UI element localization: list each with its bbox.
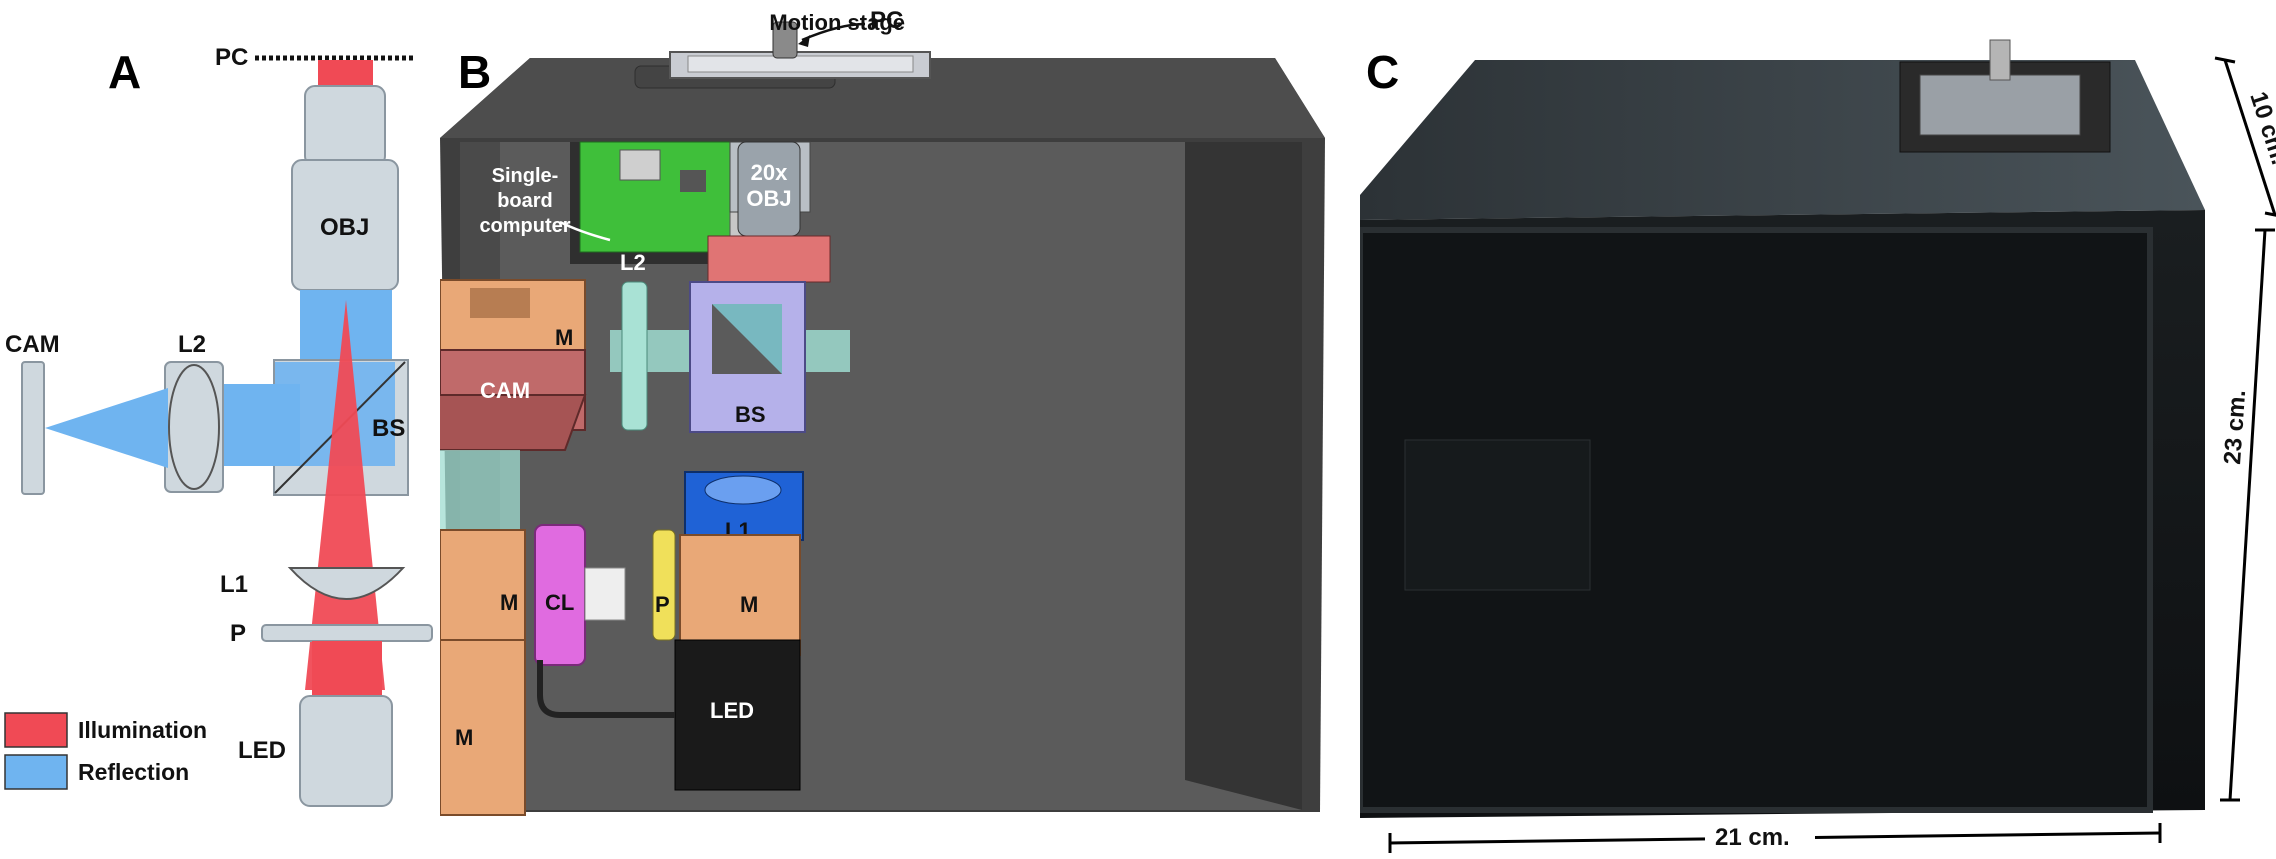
label-cl: CL xyxy=(545,590,574,615)
stage-knob-photo xyxy=(1989,39,2011,81)
label-bs-b: BS xyxy=(735,402,766,427)
label-m-top: M xyxy=(555,325,573,350)
dim-line-depth xyxy=(2223,59,2276,216)
camera-sensor xyxy=(21,361,45,495)
enclosure-interior xyxy=(460,142,1302,810)
sbc-chip-2 xyxy=(680,170,706,192)
label-l1: L1 xyxy=(220,571,248,598)
arrow-pc-head xyxy=(798,35,810,47)
dim-label-height: 23 cm. xyxy=(2219,389,2251,465)
led-3d xyxy=(674,639,801,791)
render-svg: B Motion stage PC Single- board computer… xyxy=(440,7,1325,816)
panel-letter-c: C xyxy=(1366,46,1399,98)
polarizer-3d xyxy=(652,529,676,641)
objective-mount xyxy=(707,235,831,283)
label-m-bottom: M xyxy=(455,725,473,750)
label-bs: BS xyxy=(372,415,405,442)
label-obj-line2: OBJ xyxy=(746,186,791,211)
lens-l1-glass xyxy=(704,475,782,505)
illumination-beam-bottom xyxy=(312,641,382,696)
legend-swatch-reflection xyxy=(4,754,68,790)
label-pc: PC xyxy=(215,44,248,71)
objective-upper xyxy=(304,85,386,167)
label-pc-b: PC xyxy=(870,7,903,34)
mirror-bottom xyxy=(440,639,526,816)
panel-a-optical-schematic: A PC OBJ BS L2 CAM L1 xyxy=(0,0,440,859)
label-motion-stage: Motion stage xyxy=(769,10,905,35)
sbc-arrow xyxy=(559,220,611,242)
stage-knob xyxy=(772,21,798,59)
front-panel-patch xyxy=(1404,439,1591,591)
label-led: LED xyxy=(238,737,286,764)
label-l2-b: L2 xyxy=(620,250,646,275)
stage-mechanism xyxy=(1919,74,2081,136)
legend-label-illumination: Illumination xyxy=(78,717,207,743)
label-p-b: P xyxy=(655,592,670,617)
mirror-middle xyxy=(440,529,526,646)
enclosure-right-wall xyxy=(1185,142,1302,810)
label-obj: OBJ xyxy=(320,214,369,241)
reflection-beam-horizontal xyxy=(220,384,300,466)
dim-line-height xyxy=(2228,229,2267,801)
label-m-right: M xyxy=(740,592,758,617)
label-obj-line1: 20x xyxy=(751,160,788,185)
photo-svg: C 10 cm. 23 cm. 21 cm. xyxy=(1360,39,2276,853)
legend-swatch-illumination xyxy=(4,712,68,748)
dim-label-depth: 10 cm. xyxy=(2244,89,2276,168)
schematic-svg: A PC OBJ BS L2 CAM L1 xyxy=(4,44,433,807)
label-cam-b: CAM xyxy=(480,378,530,403)
panel-c-photo: C 10 cm. 23 cm. 21 cm. xyxy=(1360,0,2276,859)
beamsplitter-glass xyxy=(712,304,782,374)
sbc-chip-1 xyxy=(619,149,661,181)
collector-tube xyxy=(584,567,626,621)
polarizer xyxy=(261,624,433,642)
panel-b-3d-render: B Motion stage PC Single- board computer… xyxy=(440,0,1360,859)
label-p: P xyxy=(230,620,246,647)
label-sbc-line2: board xyxy=(497,190,553,212)
camera-flange xyxy=(440,394,587,451)
led-cable xyxy=(537,660,675,718)
label-l2: L2 xyxy=(178,331,206,358)
label-sbc-line1: Single- xyxy=(492,165,559,187)
panel-letter-b: B xyxy=(458,46,491,98)
led-source xyxy=(299,695,393,807)
legend-label-reflection: Reflection xyxy=(78,759,189,785)
reflection-cone xyxy=(45,388,168,468)
dim-label-width-bg xyxy=(1705,822,1815,848)
mirror-right xyxy=(679,534,801,656)
label-cam: CAM xyxy=(5,331,60,358)
illumination-beam-top xyxy=(318,60,373,88)
lens-l1 xyxy=(287,567,406,600)
motion-stage-plate xyxy=(687,55,914,73)
panel-letter-a: A xyxy=(108,46,141,98)
dim-tick-depth-top xyxy=(2214,56,2236,64)
mirror-top-hole xyxy=(470,288,530,318)
lens-l2-3d xyxy=(621,281,648,431)
dim-label-width: 21 cm. xyxy=(1715,824,1790,851)
label-m-mid: M xyxy=(500,590,518,615)
label-sbc-line3: computer xyxy=(479,215,570,237)
label-led-b: LED xyxy=(710,698,754,723)
lens-l2 xyxy=(168,364,220,490)
dim-tick-depth-bottom xyxy=(2264,211,2276,217)
